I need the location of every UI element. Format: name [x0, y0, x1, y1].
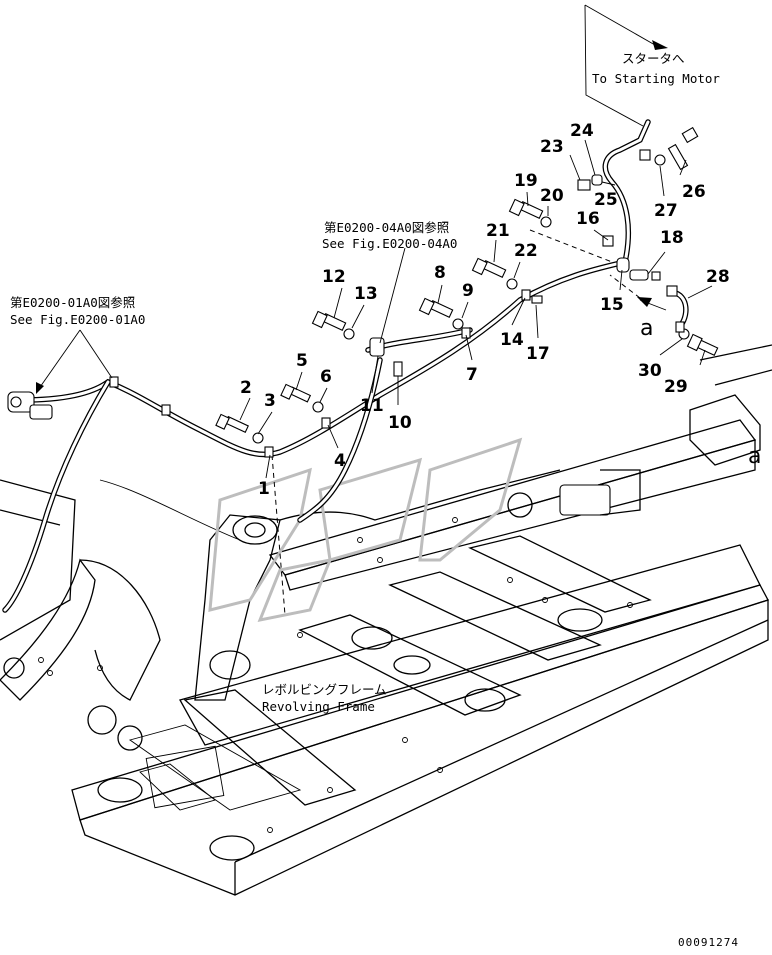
arrow-heads — [36, 40, 668, 394]
part-label-14: 14 — [500, 330, 524, 350]
callout-frame: レボルビングフレーム Revolving Frame — [262, 682, 387, 714]
part-label-3: 3 — [264, 391, 276, 411]
part-label-23: 23 — [540, 137, 564, 157]
bolt-5 — [280, 383, 312, 403]
washer-27 — [654, 154, 666, 166]
part-label-10: 10 — [388, 413, 412, 433]
clip-15 — [616, 257, 630, 273]
part-label-4: 4 — [334, 451, 346, 471]
bolt-2 — [215, 413, 249, 434]
ref-01a0-jp: 第E0200-01A0図参照 — [10, 295, 135, 310]
clamp-1 — [264, 446, 274, 458]
part-label-18: 18 — [660, 228, 684, 248]
part-label-6: 6 — [320, 367, 332, 387]
view-a-label: a — [640, 316, 653, 341]
part-labels: 1 2 3 4 5 6 7 8 9 10 11 12 13 14 15 16 1… — [240, 121, 730, 499]
callout-starter: スタータへ To Starting Motor — [592, 51, 720, 86]
part-label-19: 19 — [514, 171, 538, 191]
ref-01a0-en: See Fig.E0200-01A0 — [10, 312, 145, 327]
clip-23 — [577, 179, 591, 191]
part-label-11: 11 — [360, 396, 384, 416]
watermark-logo — [208, 437, 523, 623]
part-label-9: 9 — [462, 281, 474, 301]
washer-3 — [252, 432, 264, 444]
drawing-code: 00091274 — [678, 936, 739, 949]
hardware — [109, 126, 719, 458]
part-label-15: 15 — [600, 295, 624, 315]
spacer-10 — [393, 361, 403, 377]
bracket-17 — [531, 295, 543, 304]
part-label-24: 24 — [570, 121, 594, 141]
frame-en: Revolving Frame — [262, 699, 375, 714]
part-label-22: 22 — [514, 241, 538, 261]
washer-20 — [540, 216, 552, 228]
terminal-18 — [629, 269, 649, 281]
part-label-25: 25 — [594, 190, 618, 210]
washer-22 — [506, 278, 518, 290]
part-label-28: 28 — [706, 267, 730, 287]
cable-harness — [2, 119, 689, 613]
washer-6 — [312, 401, 324, 413]
center-lines — [271, 229, 641, 616]
bolt-26 — [667, 126, 699, 171]
part-label-30: 30 — [638, 361, 662, 381]
part-label-20: 20 — [540, 186, 564, 206]
callout-ref-01a0: 第E0200-01A0図参照 See Fig.E0200-01A0 — [10, 295, 145, 327]
part-label-7: 7 — [466, 365, 478, 385]
view-a-label-2: a — [748, 444, 761, 469]
revolving-frame — [0, 344, 772, 896]
starter-en: To Starting Motor — [592, 71, 720, 86]
bolt-12 — [311, 310, 347, 332]
grommet-11 — [369, 337, 385, 357]
starter-jp: スタータへ — [622, 51, 685, 66]
clip-16 — [602, 235, 614, 247]
part-label-13: 13 — [354, 284, 378, 304]
clamp-4 — [321, 417, 331, 429]
bolt-19 — [508, 198, 544, 220]
part-label-26: 26 — [682, 182, 706, 202]
part-label-16: 16 — [576, 209, 600, 229]
part-label-1: 1 — [258, 479, 270, 499]
leader-lines — [37, 4, 713, 479]
ref-04a0-en: See Fig.E0200-04A0 — [322, 236, 457, 251]
clamp-7 — [461, 327, 471, 339]
part-label-2: 2 — [240, 378, 252, 398]
bolt-29 — [686, 333, 719, 357]
part-label-12: 12 — [322, 267, 346, 287]
clamp-24 — [591, 174, 603, 186]
washer-9 — [452, 318, 464, 330]
bolt-8 — [418, 297, 454, 319]
part-label-17: 17 — [526, 344, 550, 364]
part-label-8: 8 — [434, 263, 446, 283]
frame-jp: レボルビングフレーム — [262, 682, 387, 697]
clamp-14 — [521, 289, 531, 301]
bolt-21 — [471, 257, 507, 279]
part-label-29: 29 — [664, 377, 688, 397]
ref-04a0-jp: 第E0200-04A0図参照 — [324, 220, 449, 235]
connector-left — [7, 391, 53, 420]
callout-ref-04a0: 第E0200-04A0図参照 See Fig.E0200-04A0 — [322, 220, 457, 251]
part-label-21: 21 — [486, 221, 510, 241]
part-label-5: 5 — [296, 351, 308, 371]
washer-13 — [343, 328, 355, 340]
part-label-27: 27 — [654, 201, 678, 221]
